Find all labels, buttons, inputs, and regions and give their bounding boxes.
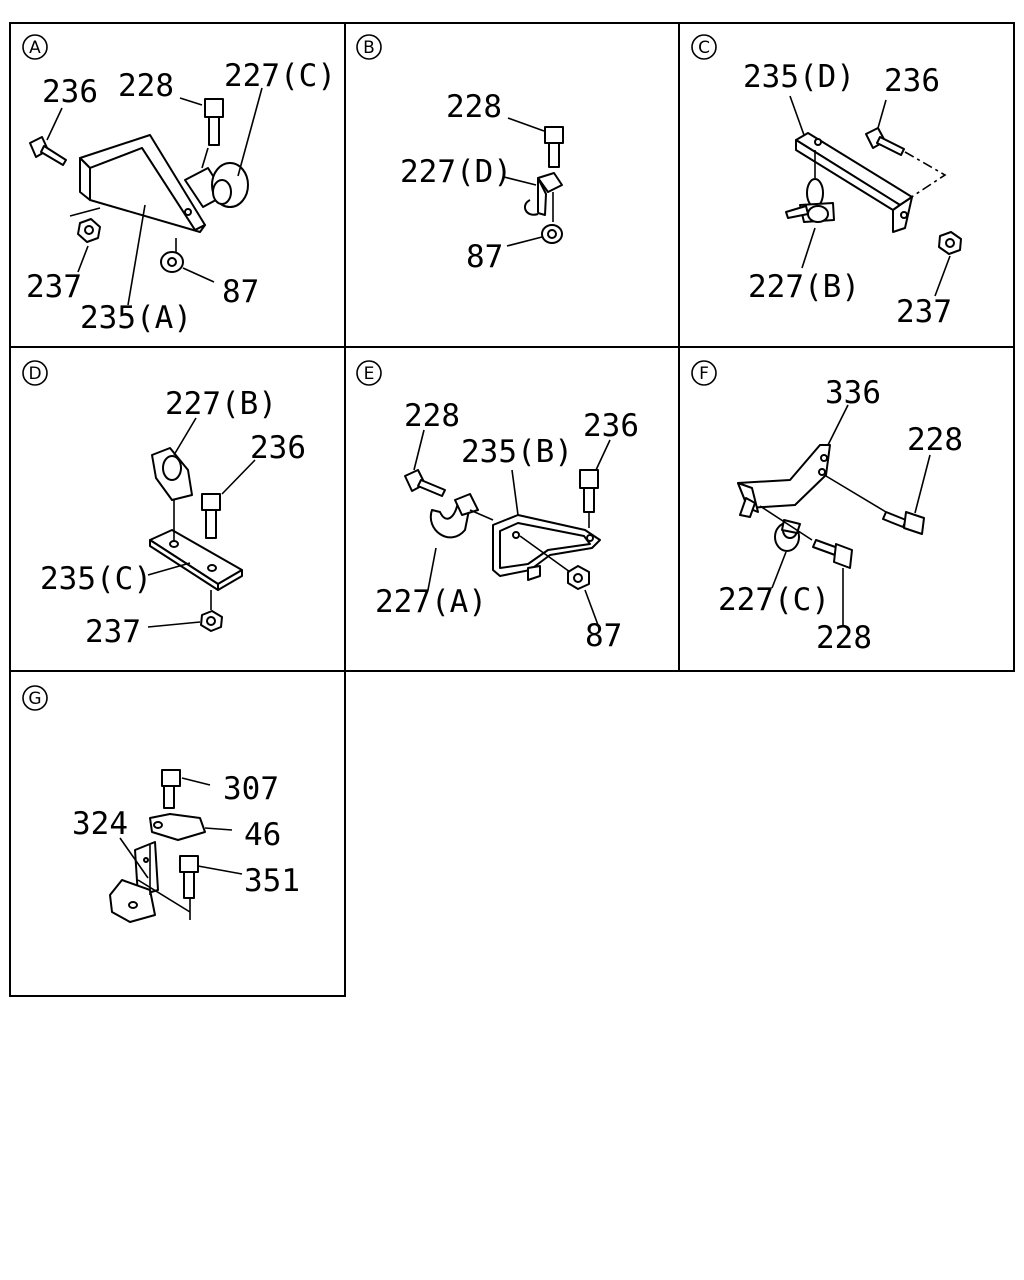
panel-d-letter-circle	[22, 360, 48, 386]
panel-d-leaders	[147, 417, 256, 628]
panel-a-letter: A	[29, 38, 41, 58]
label-g-46: 46	[244, 817, 281, 853]
panel-c-letter: C	[698, 38, 710, 58]
label-a-87: 87	[222, 274, 259, 310]
panel-a: A	[22, 34, 336, 336]
label-f-228-lower: 228	[816, 620, 872, 656]
clamp-227b-d	[151, 447, 193, 501]
bolt-351	[179, 855, 199, 899]
panel-e-letter-circle	[356, 360, 382, 386]
label-f-336: 336	[825, 375, 881, 411]
clamp-227d	[523, 172, 563, 222]
nut-237-c	[938, 231, 962, 255]
bolt-236-c	[865, 127, 905, 156]
label-e-235b: 235(B)	[461, 434, 573, 470]
bolt-307	[161, 769, 181, 809]
plate-235c	[149, 529, 243, 591]
clamp-227b	[785, 178, 835, 223]
label-e-227a: 227(A)	[375, 584, 487, 620]
label-g-351: 351	[244, 863, 300, 899]
clamp-227a	[429, 493, 479, 539]
label-a-237: 237	[26, 269, 82, 305]
label-a-236: 236	[42, 74, 98, 110]
bolt-236	[29, 136, 67, 166]
panel-grid	[9, 22, 1015, 997]
panel-d: D 227(B) 236 235(C)	[22, 360, 306, 650]
panel-f-letter-circle	[691, 360, 717, 386]
label-a-227c: 227(C)	[224, 58, 336, 94]
panel-b-leaders	[503, 117, 545, 247]
label-b-228: 228	[446, 89, 502, 125]
nut-87-b	[541, 224, 563, 244]
panel-g: G 307 324 46 35	[22, 685, 300, 923]
bracket-235b	[492, 514, 601, 581]
panel-a-leaders	[46, 87, 263, 306]
nut-87	[160, 251, 184, 273]
label-d-235c: 235(C)	[40, 561, 152, 597]
label-f-227c: 227(C)	[718, 582, 830, 618]
panel-e-letter: E	[364, 364, 375, 384]
bolt-236-e	[579, 469, 599, 513]
label-e-228: 228	[404, 398, 460, 434]
panel-f: F 336 228 22	[691, 360, 963, 656]
panel-g-letter: G	[28, 689, 41, 709]
panel-g-letter-circle	[22, 685, 48, 711]
nut-237-d	[200, 610, 223, 632]
panel-d-letter: D	[28, 364, 41, 384]
bolt-228-b	[544, 126, 564, 168]
label-a-235a: 235(A)	[80, 300, 192, 336]
bolt-236-d	[201, 493, 221, 539]
label-g-307: 307	[223, 771, 279, 807]
label-e-87: 87	[585, 618, 622, 654]
panel-f-letter: F	[699, 364, 709, 384]
label-f-228-upper: 228	[907, 422, 963, 458]
label-b-87: 87	[466, 239, 503, 275]
label-d-236: 236	[250, 430, 306, 466]
panel-f-leaders	[759, 404, 931, 625]
bolt-228	[204, 98, 224, 146]
panel-a-letter-circle	[22, 34, 48, 60]
panel-e: E	[356, 360, 639, 654]
bolt-228-f-upper	[882, 511, 925, 535]
bracket-235a	[79, 134, 206, 233]
nut-87-e	[567, 565, 590, 590]
panel-b: B 228 227(D) 87	[356, 34, 564, 275]
label-b-227d: 227(D)	[400, 154, 512, 190]
clamp-227c	[184, 162, 249, 208]
label-e-236: 236	[583, 408, 639, 444]
panel-b-letter: B	[363, 38, 375, 58]
label-d-227b: 227(B)	[165, 386, 277, 422]
nut-237	[77, 218, 101, 243]
panel-e-leaders	[413, 429, 611, 626]
panel-g-leaders	[119, 777, 243, 920]
label-g-324: 324	[72, 806, 128, 842]
clamp-46	[149, 813, 206, 841]
label-d-237: 237	[85, 614, 141, 650]
label-c-227b: 227(B)	[748, 269, 860, 305]
label-c-235d: 235(D)	[743, 59, 855, 95]
bolt-228-e	[404, 469, 446, 497]
bracket-336	[737, 444, 831, 518]
panel-c-leaders	[789, 95, 951, 297]
label-a-228: 228	[118, 68, 174, 104]
panel-c: C 235(D)	[691, 34, 962, 330]
panel-c-letter-circle	[691, 34, 717, 60]
label-c-236: 236	[884, 63, 940, 99]
label-c-237: 237	[896, 294, 952, 330]
bolt-228-f-lower	[812, 539, 853, 569]
panel-b-letter-circle	[356, 34, 382, 60]
